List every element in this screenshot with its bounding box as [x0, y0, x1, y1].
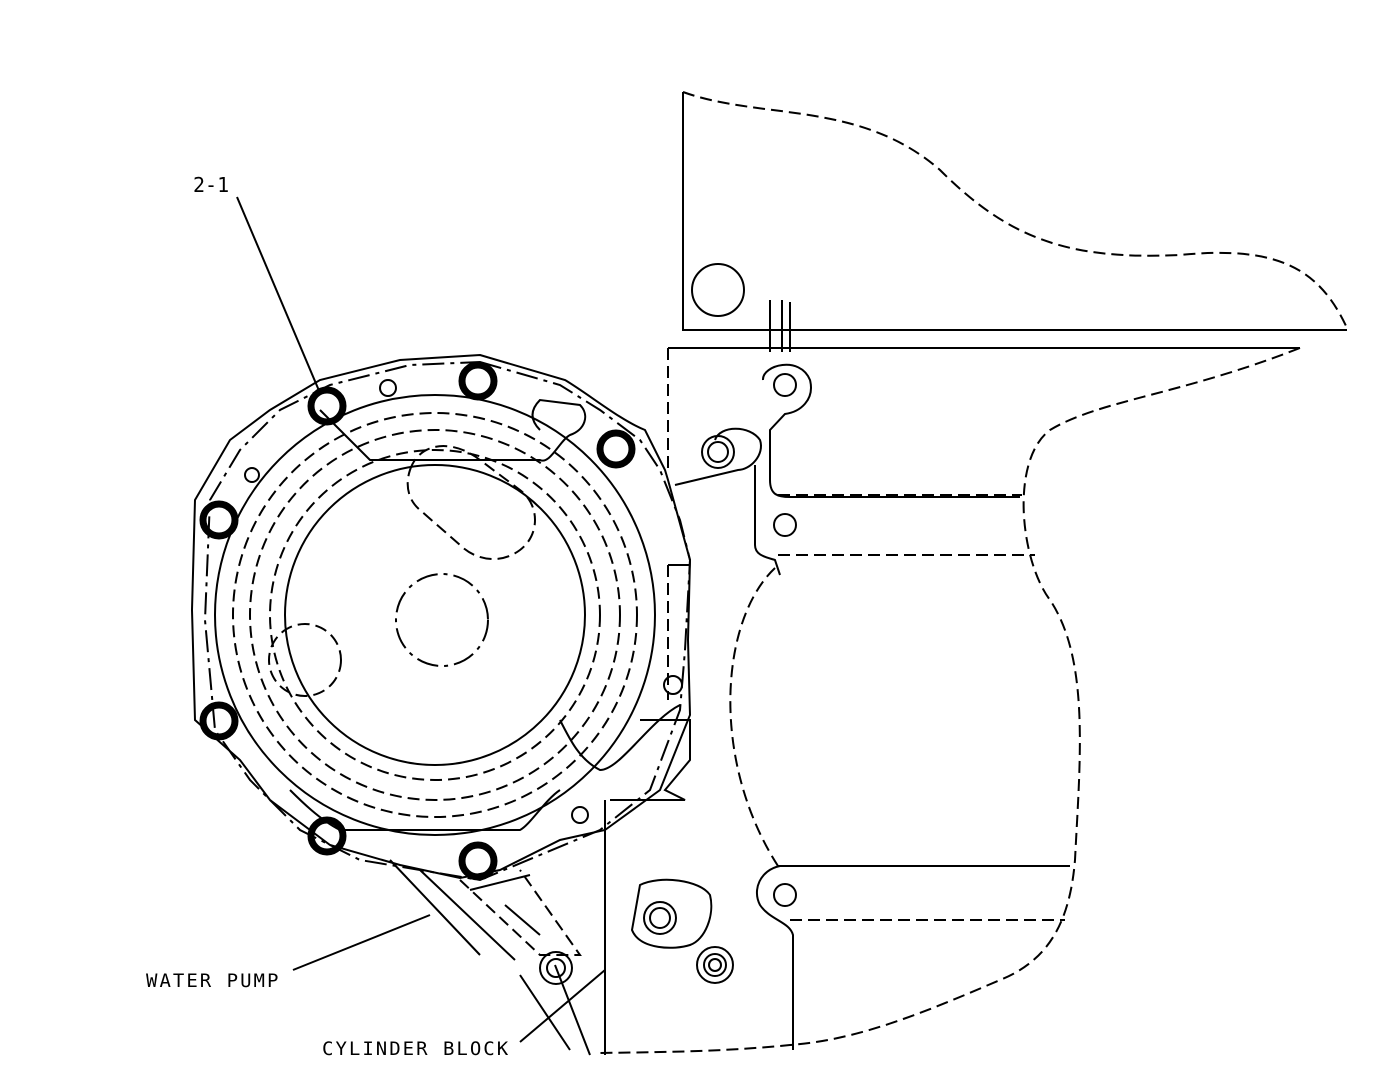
cylinder-block-label: CYLINDER BLOCK [322, 1038, 510, 1060]
cylinder-block-leader [519, 969, 606, 1043]
water-pump-leader [292, 914, 431, 971]
o-ring [199, 500, 239, 540]
lower-bracket [604, 800, 734, 1055]
cylinder-block-body [599, 347, 1301, 1054]
o-ring [199, 701, 239, 741]
o-ring [458, 841, 498, 881]
o-ring [307, 816, 347, 856]
o-ring [458, 361, 498, 401]
callout-label: 2-1 [193, 173, 229, 197]
o-ring [307, 386, 347, 426]
callout-leader [236, 196, 321, 394]
bolt-head [539, 951, 573, 985]
water-pump-body [190, 353, 692, 1056]
upper-block-outline [682, 91, 1348, 352]
bolt-head [546, 958, 566, 978]
water-pump-label: WATER PUMP [146, 970, 280, 992]
o-rings [199, 361, 636, 985]
o-ring [596, 429, 636, 469]
leader-lines [236, 196, 606, 1043]
